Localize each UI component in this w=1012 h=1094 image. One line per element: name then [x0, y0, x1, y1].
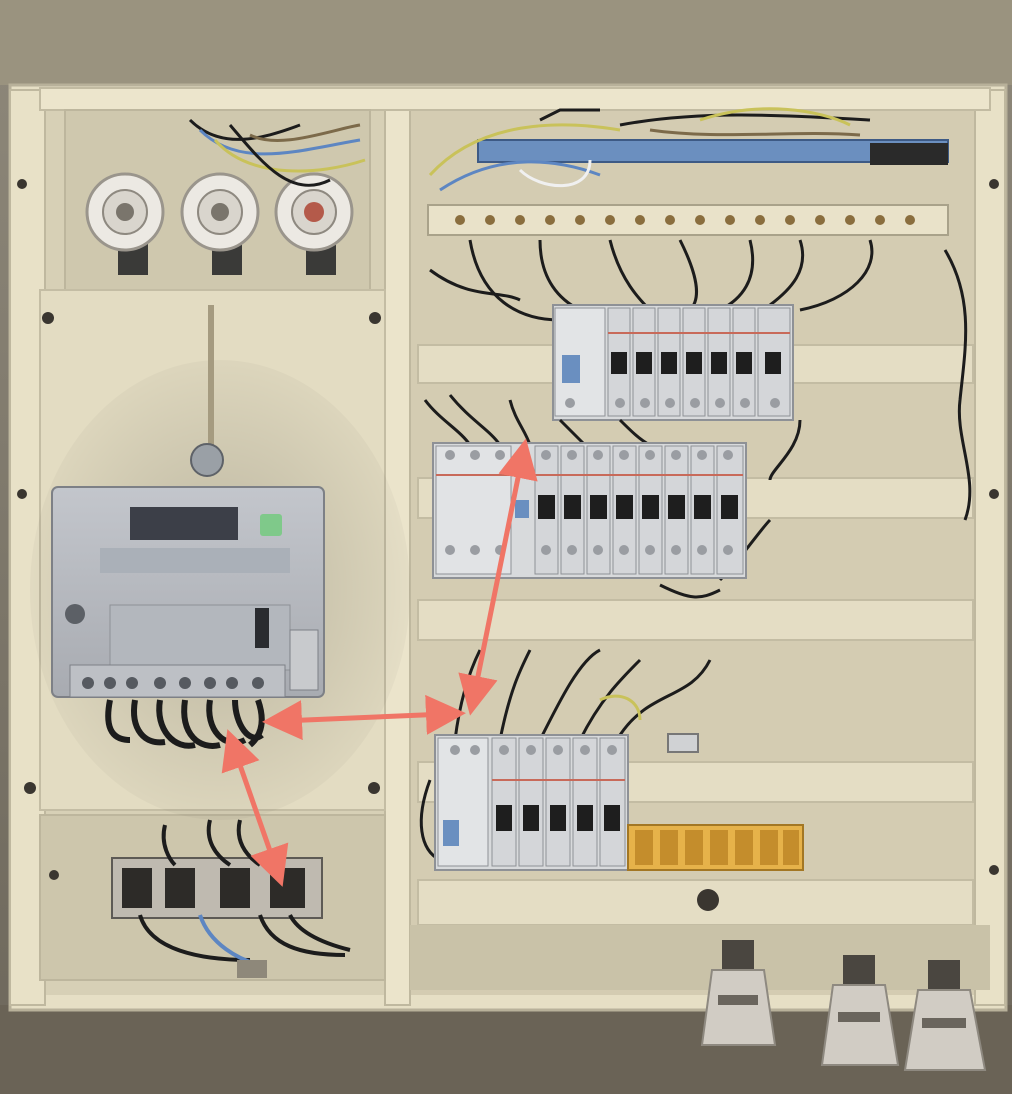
upper-breaker-row [552, 304, 794, 421]
small-connector [667, 733, 699, 753]
arrow-meter-to-lower-panel [262, 694, 466, 741]
busbar-to-breaker-wiring [429, 239, 972, 521]
meter-terminal-screws [82, 677, 264, 689]
fuse-holder-2 [180, 172, 260, 275]
insulator-3 [903, 960, 987, 1071]
lower-breaker-row [434, 734, 629, 871]
arrow-meter-to-terminal-block [221, 729, 289, 887]
rail-5 [417, 879, 974, 926]
top-left-wiring [188, 118, 366, 187]
middle-breaker-modules [534, 445, 744, 575]
lower-breaker-modules [491, 737, 626, 867]
earth-bar [870, 143, 948, 165]
meter-slot [255, 608, 269, 648]
meter-seal [190, 443, 224, 477]
fuse-holder-1 [85, 172, 165, 275]
insulator-2 [820, 955, 900, 1066]
bottom-insulators [700, 940, 987, 1071]
screws [17, 179, 999, 911]
busbar-screws [455, 215, 915, 225]
meter-green-led [260, 514, 282, 536]
top-right-wiring [428, 107, 871, 192]
meter-button [65, 604, 85, 624]
upper-breaker-modules [607, 307, 791, 417]
top-rail [39, 87, 991, 111]
insulator-1 [700, 940, 777, 1046]
meter-display [130, 507, 238, 540]
middle-breaker-row [432, 442, 747, 579]
meter-label-panel [100, 548, 290, 573]
wall-top-strip [0, 0, 1012, 85]
arrow-lower-panel-to-middle-row [458, 438, 538, 716]
electricity-meter [51, 305, 325, 698]
top-right-busbar-area [427, 107, 949, 236]
meter-side-module [289, 629, 319, 691]
rail-3 [417, 599, 974, 641]
top-fuse-holders [85, 172, 354, 275]
yellow-terminal-strip [627, 824, 804, 871]
busbar [427, 204, 949, 236]
annotation-arrows [221, 438, 538, 887]
bottom-trough [410, 925, 990, 990]
fuse-holder-3 [274, 172, 354, 275]
